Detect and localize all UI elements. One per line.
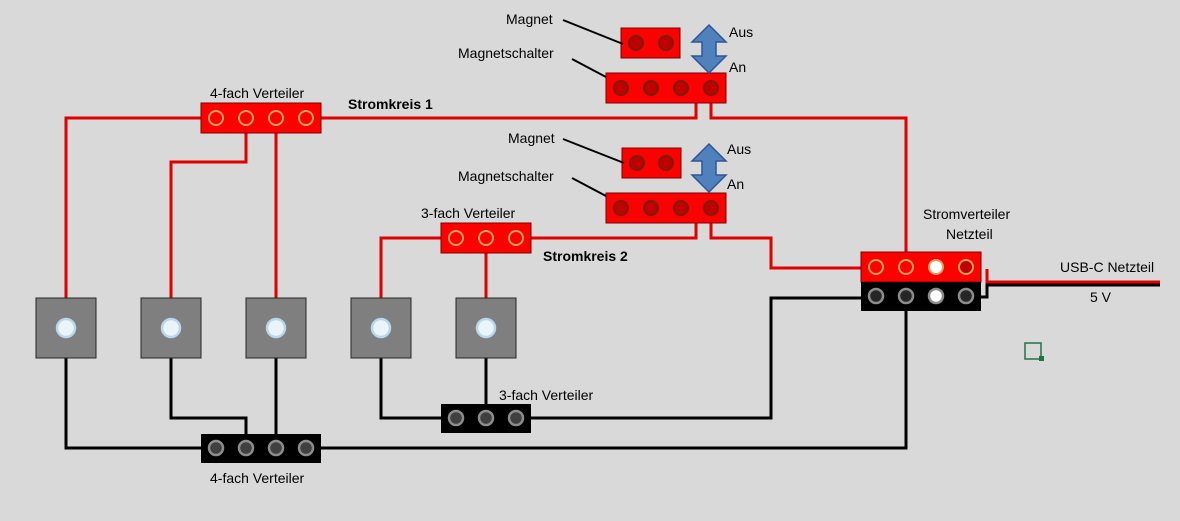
- red-wire-circuit2-main: [379, 222, 698, 298]
- callout-magnetschalter-mid: [571, 177, 607, 197]
- push-button-icon: [35, 297, 97, 359]
- switch-top-pin: [703, 80, 719, 96]
- callout-magnetschalter-top: [571, 58, 607, 78]
- switch-top-pin: [643, 80, 659, 96]
- push-button-icon: [455, 297, 517, 359]
- label-5v: 5 V: [1090, 289, 1112, 305]
- distributor-4way-black-pin: [237, 439, 255, 457]
- switch-mid-pin: [613, 200, 629, 216]
- distributor-4way-black-pin: [207, 439, 225, 457]
- distributor-4way-red-pin: [298, 110, 314, 126]
- magnet-mid-pin: [658, 155, 674, 171]
- callout-lines: [562, 19, 625, 197]
- distributor-3way-red-pin: [478, 230, 494, 246]
- label-3fach-bottom: 3-fach Verteiler: [499, 387, 593, 403]
- black-wire-button2: [169, 358, 248, 434]
- distributor-3way-black-pin: [507, 409, 525, 427]
- black-wire-button4: [379, 358, 441, 420]
- distributor-3way-black-pin: [477, 409, 495, 427]
- push-button-icon: [140, 297, 202, 359]
- switch-top-pin: [673, 80, 689, 96]
- black-wire-button1: [64, 358, 201, 450]
- distributor-4way-red-pin: [208, 110, 224, 126]
- black-wires: [64, 283, 1160, 450]
- power-distributor-black-pin: [897, 287, 915, 305]
- power-distributor-black-pin: [927, 287, 945, 305]
- magnet-mid: [621, 147, 682, 179]
- callout-magnet-top: [562, 19, 624, 45]
- double-arrow-icon: [690, 142, 728, 194]
- power-distributor-red-pin: [868, 259, 884, 275]
- magnet-switch-mid: [605, 192, 727, 224]
- callout-magnet-mid: [562, 138, 625, 164]
- distributor-4way-red: [200, 102, 322, 134]
- switch-mid-pin: [643, 200, 659, 216]
- red-wire-switch1-to-psu: [709, 100, 908, 252]
- label-stromkreis-1: Stromkreis 1: [348, 96, 433, 112]
- distributor-3way-black-pin: [447, 409, 465, 427]
- switch-mid-pin: [673, 200, 689, 216]
- label-aus-top: Aus: [729, 24, 753, 40]
- switch-mid-pin: [703, 200, 719, 216]
- distributor-4way-black: [201, 434, 321, 463]
- label-magnetschalter-mid: Magnetschalter: [458, 168, 554, 184]
- power-distributor-red: [860, 251, 982, 283]
- black-wire-usbc: [981, 283, 1160, 299]
- power-distributor-red-pin: [928, 259, 944, 275]
- red-wire-button2: [169, 132, 248, 298]
- label-netzteil: Netzteil: [946, 226, 993, 242]
- distributor-3way-red-pin: [448, 230, 464, 246]
- distributor-3way-red: [440, 222, 532, 254]
- label-3fach-top: 3-fach Verteiler: [421, 205, 515, 221]
- distributor-4way-red-pin: [238, 110, 254, 126]
- magnet-top-pin: [658, 35, 674, 51]
- magnet-top: [620, 27, 681, 59]
- label-4fach-bottom: 4-fach Verteiler: [210, 470, 304, 486]
- distributor-4way-black-pin: [267, 439, 285, 457]
- label-magnet-mid: Magnet: [508, 130, 555, 146]
- magnet-switch-top: [605, 72, 727, 104]
- power-distributor-red-pin: [898, 259, 914, 275]
- red-wire-usbc: [985, 269, 1160, 284]
- label-an-top: An: [729, 59, 746, 75]
- red-wires: [64, 100, 1160, 298]
- label-magnet-top: Magnet: [506, 11, 553, 27]
- label-usbc-netzteil: USB-C Netzteil: [1060, 259, 1154, 275]
- power-distributor-black: [861, 282, 981, 311]
- magnet-mid-pin: [629, 155, 645, 171]
- label-aus-mid: Aus: [727, 141, 751, 157]
- distributor-3way-red-pin: [508, 230, 524, 246]
- red-wire-switch2-to-psu: [709, 222, 862, 270]
- label-magnetschalter-top: Magnetschalter: [458, 45, 554, 61]
- distributor-4way-black-pin: [297, 439, 315, 457]
- power-distributor-black-pin: [867, 287, 885, 305]
- magnet-top-pin: [628, 35, 644, 51]
- selection-handle-icon[interactable]: [1024, 342, 1044, 361]
- black-wire-3fach-to-psu: [531, 296, 862, 420]
- label-4fach-top: 4-fach Verteiler: [210, 85, 304, 101]
- push-button-icon: [350, 297, 412, 359]
- red-wire-circuit1-main: [64, 100, 698, 298]
- label-an-mid: An: [727, 176, 744, 192]
- distributor-3way-black: [441, 404, 531, 433]
- label-stromverteiler: Stromverteiler: [923, 206, 1010, 222]
- label-stromkreis-2: Stromkreis 2: [543, 248, 628, 264]
- power-distributor-red-pin: [958, 259, 974, 275]
- distributor-4way-red-pin: [268, 110, 284, 126]
- switch-top-pin: [613, 80, 629, 96]
- black-wire-4fach-to-psu: [321, 310, 908, 450]
- push-button-icon: [245, 297, 307, 359]
- power-distributor-black-pin: [957, 287, 975, 305]
- double-arrow-icon: [690, 23, 728, 75]
